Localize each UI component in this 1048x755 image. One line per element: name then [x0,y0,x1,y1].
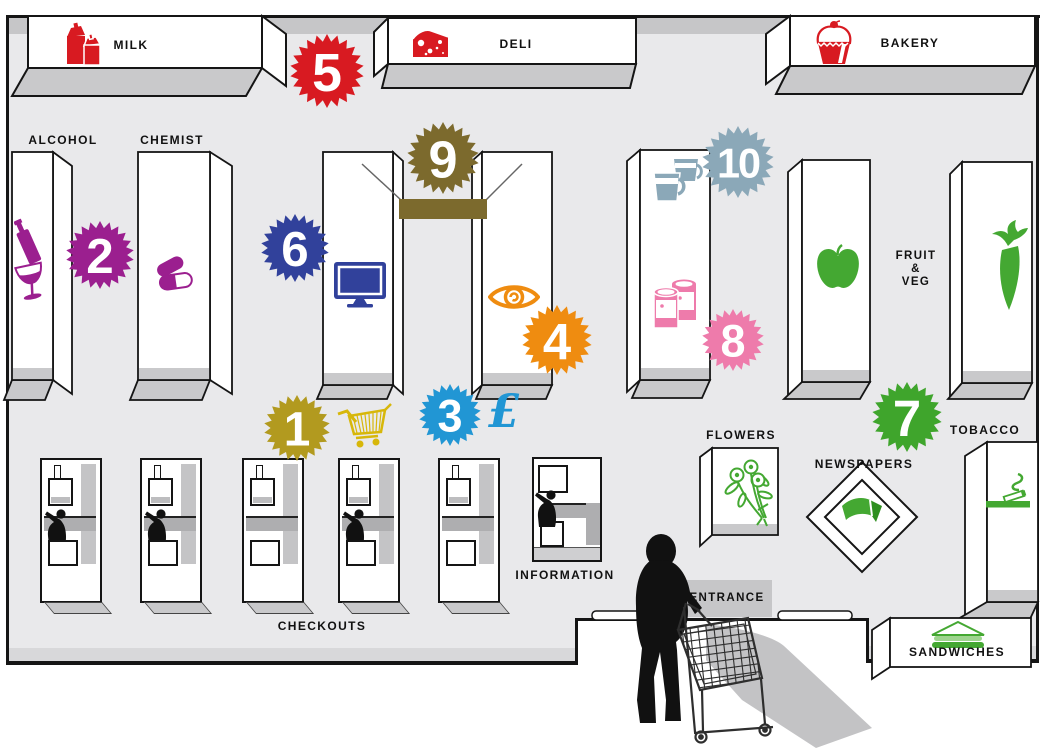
cash-register [48,478,73,506]
svg-text:9: 9 [428,131,457,189]
fruit-shelf [781,158,872,400]
pills-icon [148,252,200,301]
cash-register [346,478,371,506]
alcohol-label: ALCOHOL [28,133,98,147]
flowers-label: FLOWERS [706,428,776,442]
cash-register [250,478,275,506]
veg-shelf [946,159,1034,400]
deli-label: DELI [499,37,533,51]
newspapers-stand [805,460,919,574]
badge-7: 7 [872,382,942,452]
checkout-station-1 [40,458,113,614]
wine-glass-icon [13,218,58,319]
deli-shelf [373,15,638,89]
information-desk [532,457,602,562]
cash-register [446,478,471,506]
cigarette-icon [986,472,1032,515]
checkout-station-2 [140,458,213,614]
cashier-silhouette [45,509,67,546]
pound-sign-icon: £ [488,384,521,438]
tobacco-label: TOBACCO [949,423,1021,437]
cashier-silhouette [145,509,167,546]
cashier-silhouette [343,509,365,546]
milk-cartons-icon [62,22,116,73]
tv-icon [333,261,387,314]
checkouts-label: CHECKOUTS [277,619,367,633]
badge-5: 5 [290,34,364,108]
trolley-icon [336,400,394,457]
badge-9: 9 [407,122,479,194]
badge-6: 6 [261,214,329,282]
milk-label: MILK [113,38,149,52]
cans-icon [650,276,704,339]
newspapers-label: NEWSPAPERS [814,457,914,471]
checkout-station-3 [242,458,315,614]
badge-3: 3 [419,384,481,446]
svg-text:8: 8 [721,316,746,367]
conveyor-belt [283,464,298,564]
cash-register [148,478,173,506]
sandwich-icon [928,620,988,655]
cheese-icon [410,24,452,67]
conveyor-belt [479,464,494,564]
mugs-icon [650,155,704,214]
svg-text:6: 6 [281,222,308,277]
checkout-station-4 [338,458,411,614]
checkout-station-5 [438,458,511,614]
eye-icon [487,279,541,320]
bakery-label: BAKERY [880,36,940,50]
cashier-silhouette [535,490,557,527]
svg-text:4: 4 [543,313,571,370]
conveyor-belt [379,464,394,564]
badge-4: 4 [522,305,592,375]
bouquet-icon [722,458,776,533]
svg-text:3: 3 [438,391,463,442]
information-label: INFORMATION [515,568,615,582]
entrance-door-right [777,610,853,621]
svg-text:1: 1 [284,404,311,457]
carrot-icon [992,218,1030,317]
tobacco-shelf [954,440,1040,620]
badge-10: 10 [702,126,774,198]
badge-8: 8 [702,309,764,371]
sandwiches-label: SANDWICHES [908,645,1006,659]
shopper-shadow [706,624,872,748]
shopper-silhouette [635,534,702,723]
milk-shelf [10,14,287,97]
entrance-label: ENTRANCE [689,592,765,604]
badge-2: 2 [66,221,134,289]
svg-text:5: 5 [312,43,342,103]
apple-icon [814,242,862,299]
chemist-label: CHEMIST [140,133,204,147]
bakery-shelf [765,14,1037,95]
newspaper-icon [836,492,888,545]
conveyor-belt [81,464,96,564]
svg-text:10: 10 [717,140,760,186]
svg-text:7: 7 [893,390,921,447]
badge-1: 1 [264,395,330,461]
conveyor-belt [181,464,196,564]
hanging-sign [399,199,487,219]
svg-text:2: 2 [86,229,113,284]
fruit-veg-label: FRUIT & VEG [895,250,937,288]
cupcake-icon [813,18,855,71]
